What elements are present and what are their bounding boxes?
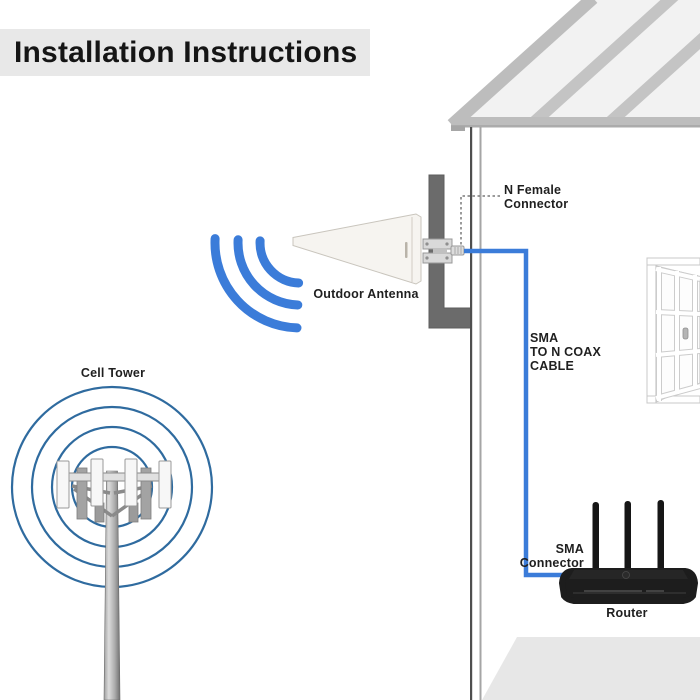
label-sma-connector: SMA Connector xyxy=(519,542,584,570)
roof-fascia xyxy=(447,0,598,130)
window-frame-left xyxy=(646,257,657,404)
title-bar: Installation Instructions xyxy=(0,29,370,76)
tower-platform xyxy=(67,472,161,482)
roof-stripe xyxy=(602,0,700,119)
tower-panel-gray xyxy=(76,467,88,520)
label-n-female-connector: N Female Connector xyxy=(504,183,569,211)
label-cell-tower: Cell Tower xyxy=(80,366,146,380)
router-logo xyxy=(622,571,630,579)
window-muntins-core xyxy=(655,267,700,401)
router-antenna xyxy=(657,500,664,574)
open-window xyxy=(646,257,700,404)
roof-stripe xyxy=(526,0,681,119)
leader-line xyxy=(460,195,500,245)
tower-antenna-panel xyxy=(90,458,104,507)
roof-eave xyxy=(451,117,700,127)
antenna-mount-bracket xyxy=(422,238,453,264)
label-outdoor-antenna: Outdoor Antenna xyxy=(313,287,419,301)
n-female-connector xyxy=(450,245,465,256)
tower-antenna-panel xyxy=(158,460,172,509)
house-roof xyxy=(447,0,700,131)
outdoor-antenna xyxy=(292,213,465,285)
floor xyxy=(482,637,700,700)
signal-waves-icon xyxy=(210,234,304,333)
label-router: Router xyxy=(606,606,648,620)
tower-antenna-panel xyxy=(56,460,70,509)
router-antenna xyxy=(624,501,631,574)
wall-line-outer xyxy=(470,127,473,700)
window-handle-icon xyxy=(682,327,689,340)
antenna-brand-mark xyxy=(405,242,408,258)
router-antenna xyxy=(592,502,599,574)
roof-eave-shadow xyxy=(451,125,700,128)
tower-pole xyxy=(103,470,121,700)
antenna-body xyxy=(292,213,422,285)
coax-cable xyxy=(464,248,578,578)
tower-antenna-panel xyxy=(124,458,138,507)
wall-line-inner xyxy=(479,127,482,700)
wifi-router xyxy=(559,500,698,604)
window-frame-top xyxy=(646,257,700,266)
roof-eave-corner xyxy=(451,126,465,131)
house-wall xyxy=(470,127,482,700)
page-title: Installation Instructions xyxy=(14,36,358,69)
window-frame-bottom xyxy=(646,395,700,404)
cell-tower xyxy=(10,385,214,700)
tower-panel-gray xyxy=(140,467,152,520)
label-sma-to-n-coax-cable: SMA TO N COAX CABLE xyxy=(530,331,602,373)
